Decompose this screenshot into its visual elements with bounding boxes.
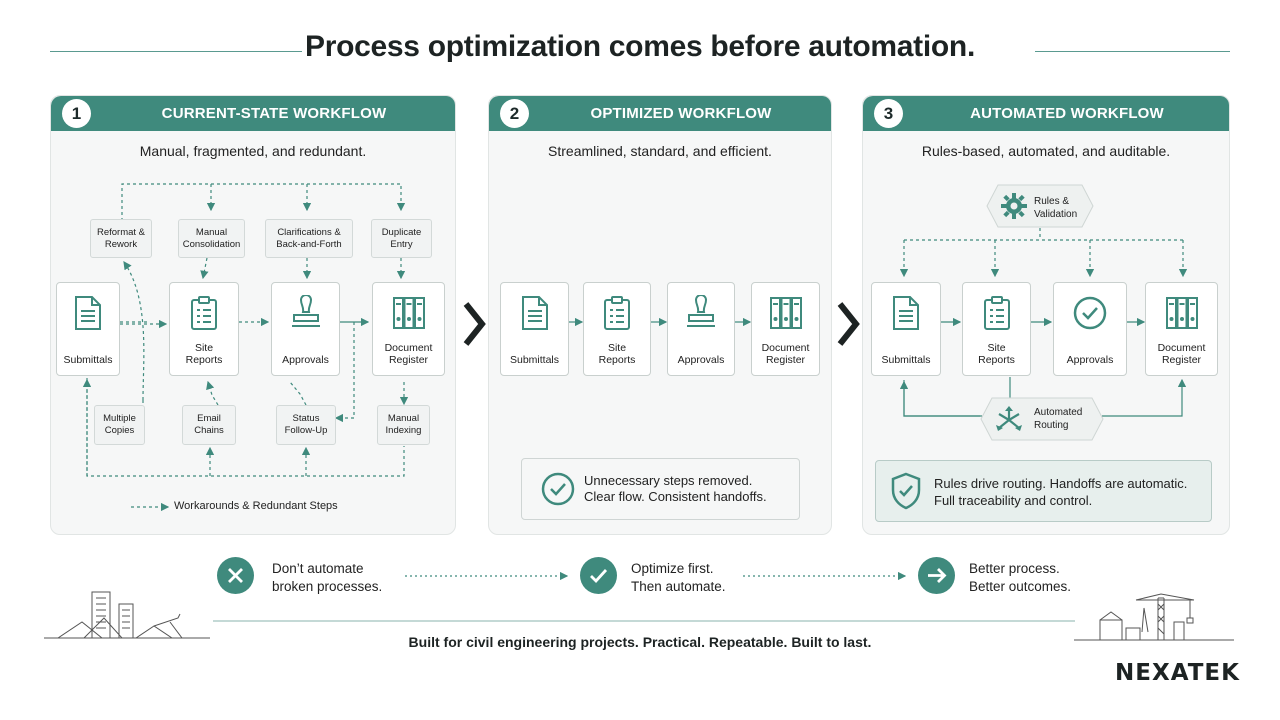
- node-approvals: Approvals: [667, 282, 735, 376]
- panel-header: 2 OPTIMIZED WORKFLOW: [489, 96, 831, 131]
- chevron-right-icon: [463, 302, 486, 346]
- arrow-right-icon: [918, 557, 955, 594]
- issue-email-chains: Email Chains: [182, 405, 236, 445]
- message-line: Don’t automate: [272, 561, 364, 576]
- node-document-register: Document Register: [751, 282, 820, 376]
- node-submittals: Submittals: [56, 282, 120, 376]
- node-label: Approvals: [282, 354, 329, 366]
- note-text: Rules drive routing. Handoffs are automa…: [934, 475, 1187, 509]
- crane-illustration: [1074, 593, 1234, 641]
- step-number: 1: [62, 99, 91, 128]
- step-number: 3: [874, 99, 903, 128]
- title-area: Process optimization comes before automa…: [0, 30, 1280, 74]
- node-label: Site Reports: [978, 342, 1015, 366]
- check-circle-icon: [541, 472, 575, 506]
- node-site-reports: Site Reports: [962, 282, 1031, 376]
- node-approvals: Approvals: [1053, 282, 1127, 376]
- clipboard-icon: [191, 296, 217, 330]
- note-text: Unnecessary steps removed. Clear flow. C…: [584, 473, 767, 505]
- note-line: Full traceability and control.: [934, 493, 1093, 508]
- issue-clarifications: Clarifications & Back-and-Forth: [265, 219, 353, 258]
- binders-icon: [769, 297, 802, 329]
- automated-note: Rules drive routing. Handoffs are automa…: [875, 460, 1212, 522]
- routing-hexagon: [980, 397, 1104, 441]
- node-document-register: Document Register: [1145, 282, 1218, 376]
- issue-reformat-rework: Reformat & Rework: [90, 219, 152, 258]
- clipboard-icon: [983, 296, 1010, 330]
- node-label: Submittals: [509, 354, 560, 366]
- node-label: Approvals: [1066, 354, 1114, 366]
- chevron-right-icon: [837, 302, 860, 346]
- issue-status-follow-up: Status Follow-Up: [276, 405, 336, 445]
- issue-manual-indexing: Manual Indexing: [377, 405, 430, 445]
- node-label: Submittals: [63, 354, 113, 366]
- nexatek-logo: NEXATEK: [1115, 660, 1240, 686]
- step-number: 2: [500, 99, 529, 128]
- routing-label: Automated Routing: [1034, 407, 1083, 431]
- note-line: Rules drive routing. Handoffs are automa…: [934, 476, 1188, 491]
- rules-label: Rules & Validation: [1034, 196, 1078, 220]
- node-label: Document Register: [384, 342, 433, 366]
- check-icon: [580, 557, 617, 594]
- issue-manual-consolidation: Manual Consolidation: [178, 219, 245, 258]
- document-icon: [893, 296, 919, 330]
- node-label: Approvals: [677, 354, 725, 366]
- stamp-icon: [687, 295, 715, 327]
- city-skyline-illustration: [44, 591, 210, 639]
- node-submittals: Submittals: [500, 282, 569, 376]
- message-dont-automate: Don’t automate broken processes.: [272, 560, 382, 596]
- issue-multiple-copies: Multiple Copies: [94, 405, 145, 445]
- binders-icon: [1165, 297, 1198, 329]
- panel-title: AUTOMATED WORKFLOW: [970, 105, 1164, 122]
- node-label: Submittals: [881, 354, 931, 366]
- node-site-reports: Site Reports: [169, 282, 239, 376]
- node-site-reports: Site Reports: [583, 282, 651, 376]
- title-rule-left: [50, 51, 302, 52]
- message-optimize-first: Optimize first. Then automate.: [631, 560, 726, 596]
- panel-title: CURRENT-STATE WORKFLOW: [161, 105, 387, 122]
- panel-subtitle: Rules-based, automated, and auditable.: [921, 143, 1171, 159]
- message-line: Better outcomes.: [969, 579, 1072, 594]
- optimized-note: Unnecessary steps removed. Clear flow. C…: [521, 458, 800, 520]
- message-line: Then automate.: [631, 579, 726, 594]
- document-icon: [521, 296, 548, 330]
- title-rule-right: [1035, 51, 1230, 52]
- message-line: Better process.: [969, 561, 1060, 576]
- page-title: Process optimization comes before automa…: [305, 30, 975, 63]
- binders-icon: [392, 297, 425, 329]
- stamp-icon: [291, 295, 320, 327]
- gear-icon: [1001, 193, 1027, 219]
- message-better-process: Better process. Better outcomes.: [969, 560, 1071, 596]
- document-icon: [75, 296, 101, 330]
- routing-arrows-icon: [996, 406, 1022, 431]
- node-label: Site Reports: [598, 342, 636, 366]
- node-label: Site Reports: [185, 342, 223, 366]
- clipboard-icon: [604, 296, 630, 330]
- shield-check-icon: [891, 472, 921, 510]
- check-circle-icon: [1073, 296, 1107, 330]
- node-document-register: Document Register: [372, 282, 445, 376]
- panel-title: OPTIMIZED WORKFLOW: [590, 105, 772, 122]
- message-line: Optimize first.: [631, 561, 714, 576]
- panel-subtitle: Streamlined, standard, and efficient.: [548, 143, 772, 159]
- panel-subtitle: Manual, fragmented, and redundant.: [139, 143, 367, 159]
- x-icon: [217, 557, 254, 594]
- note-line: Unnecessary steps removed.: [584, 473, 753, 488]
- message-line: broken processes.: [272, 579, 383, 594]
- panel-header: 1 CURRENT-STATE WORKFLOW: [51, 96, 455, 131]
- node-approvals: Approvals: [271, 282, 340, 376]
- panel-header: 3 AUTOMATED WORKFLOW: [863, 96, 1229, 131]
- note-line: Clear flow. Consistent handoffs.: [584, 489, 767, 504]
- legend-label: Workarounds & Redundant Steps: [174, 500, 338, 512]
- node-submittals: Submittals: [871, 282, 941, 376]
- node-label: Document Register: [1157, 342, 1206, 366]
- node-label: Document Register: [761, 342, 810, 366]
- issue-duplicate-entry: Duplicate Entry: [371, 219, 432, 258]
- footer-tagline: Built for civil engineering projects. Pr…: [408, 634, 872, 650]
